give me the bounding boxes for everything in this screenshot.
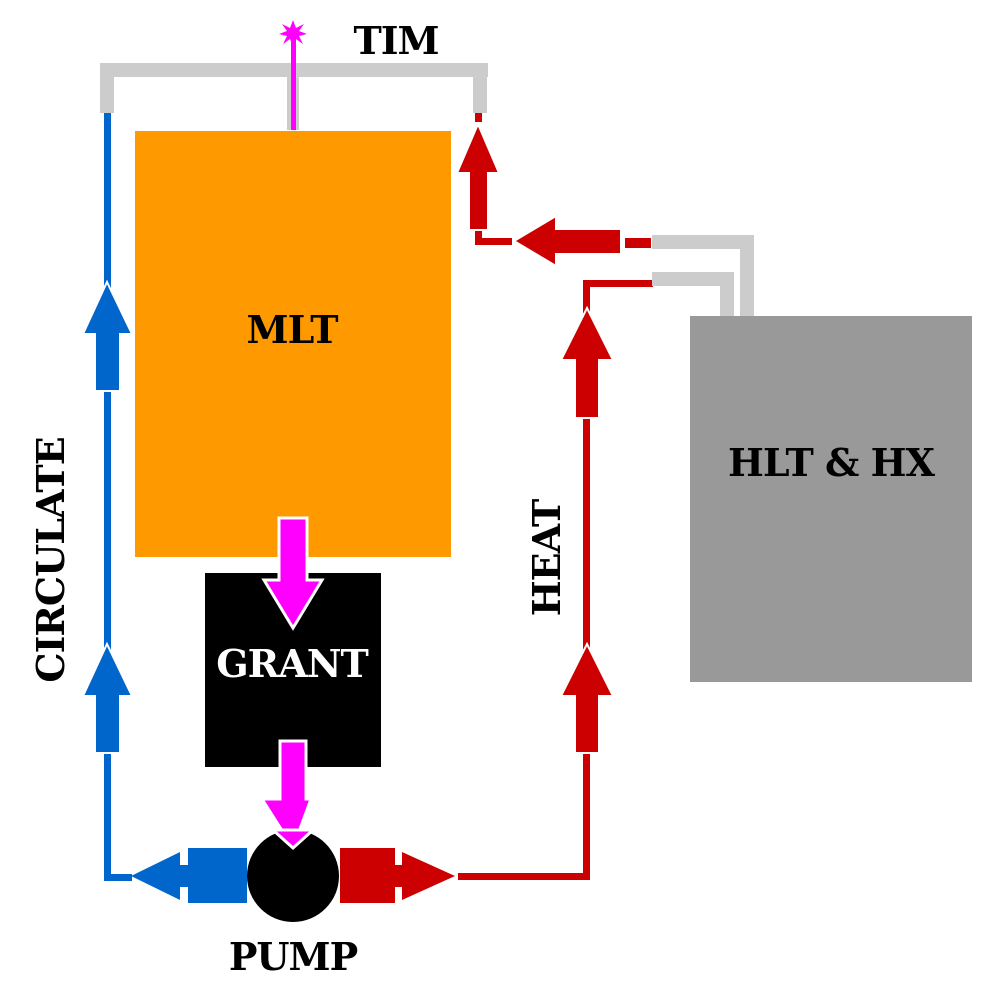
pump-icon[interactable] xyxy=(247,830,339,922)
heat-arrow-up-icon xyxy=(455,121,501,231)
heat-arrow-right-icon xyxy=(340,848,455,903)
heat-return-line xyxy=(475,113,651,248)
tim-label: TIM xyxy=(353,18,438,63)
circulate-label: CIRCULATE xyxy=(28,437,73,682)
heat-line xyxy=(458,280,653,880)
heat-arrow-left-icon xyxy=(512,214,622,268)
mlt-label: MLT xyxy=(247,307,339,352)
pump-label: PUMP xyxy=(229,934,358,979)
hlt-pipes xyxy=(652,235,754,317)
temperature-probe-icon xyxy=(279,20,307,130)
grant-label: GRANT xyxy=(216,641,368,686)
wort-arrow-down-icon xyxy=(261,516,325,631)
hlt-vessel xyxy=(690,316,972,682)
circulate-arrow-up-icon xyxy=(81,641,134,754)
circulate-line xyxy=(104,113,132,881)
wort-arrow-down-icon xyxy=(259,739,314,852)
heat-label: HEAT xyxy=(524,499,569,616)
heat-arrow-up-icon xyxy=(559,641,615,754)
circulate-arrow-left-icon xyxy=(131,848,247,903)
hlt-label: HLT & HX xyxy=(728,440,935,485)
mlt-vessel xyxy=(135,131,451,557)
circulate-arrow-up-icon xyxy=(81,279,134,392)
wort-arrow-tip xyxy=(269,828,317,851)
heat-arrow-up-icon xyxy=(559,305,615,419)
